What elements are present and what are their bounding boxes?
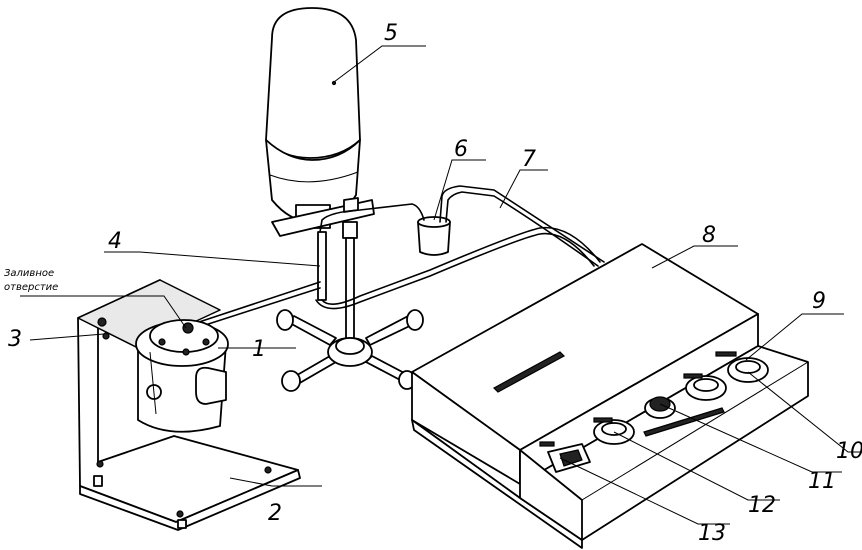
callout-6: 6 (454, 137, 468, 162)
callout-10: 10 (836, 439, 862, 464)
note-line-2: отверстие (4, 282, 58, 293)
bottle (265, 7, 361, 229)
callout-13: 13 (698, 521, 726, 546)
small-cup (417, 216, 451, 256)
callout-3: 3 (8, 327, 22, 352)
pump (135, 319, 229, 433)
tubes (189, 185, 605, 329)
callout-9: 9 (812, 289, 826, 314)
callout-labels: 1 2 3 4 5 6 7 8 9 10 11 12 13 Заливное о… (4, 21, 862, 546)
callout-4: 4 (108, 229, 122, 254)
cross-stand (276, 309, 424, 392)
callout-5: 5 (384, 21, 398, 46)
panel-controls (539, 351, 769, 473)
callout-1: 1 (252, 337, 266, 362)
callout-8: 8 (702, 223, 716, 248)
callout-7: 7 (522, 147, 536, 172)
note-line-1: Заливное (4, 268, 54, 279)
bracket (77, 279, 301, 531)
callout-2: 2 (268, 501, 282, 526)
leader-lines (20, 45, 862, 525)
callout-11: 11 (808, 469, 836, 494)
callout-12: 12 (748, 493, 776, 518)
